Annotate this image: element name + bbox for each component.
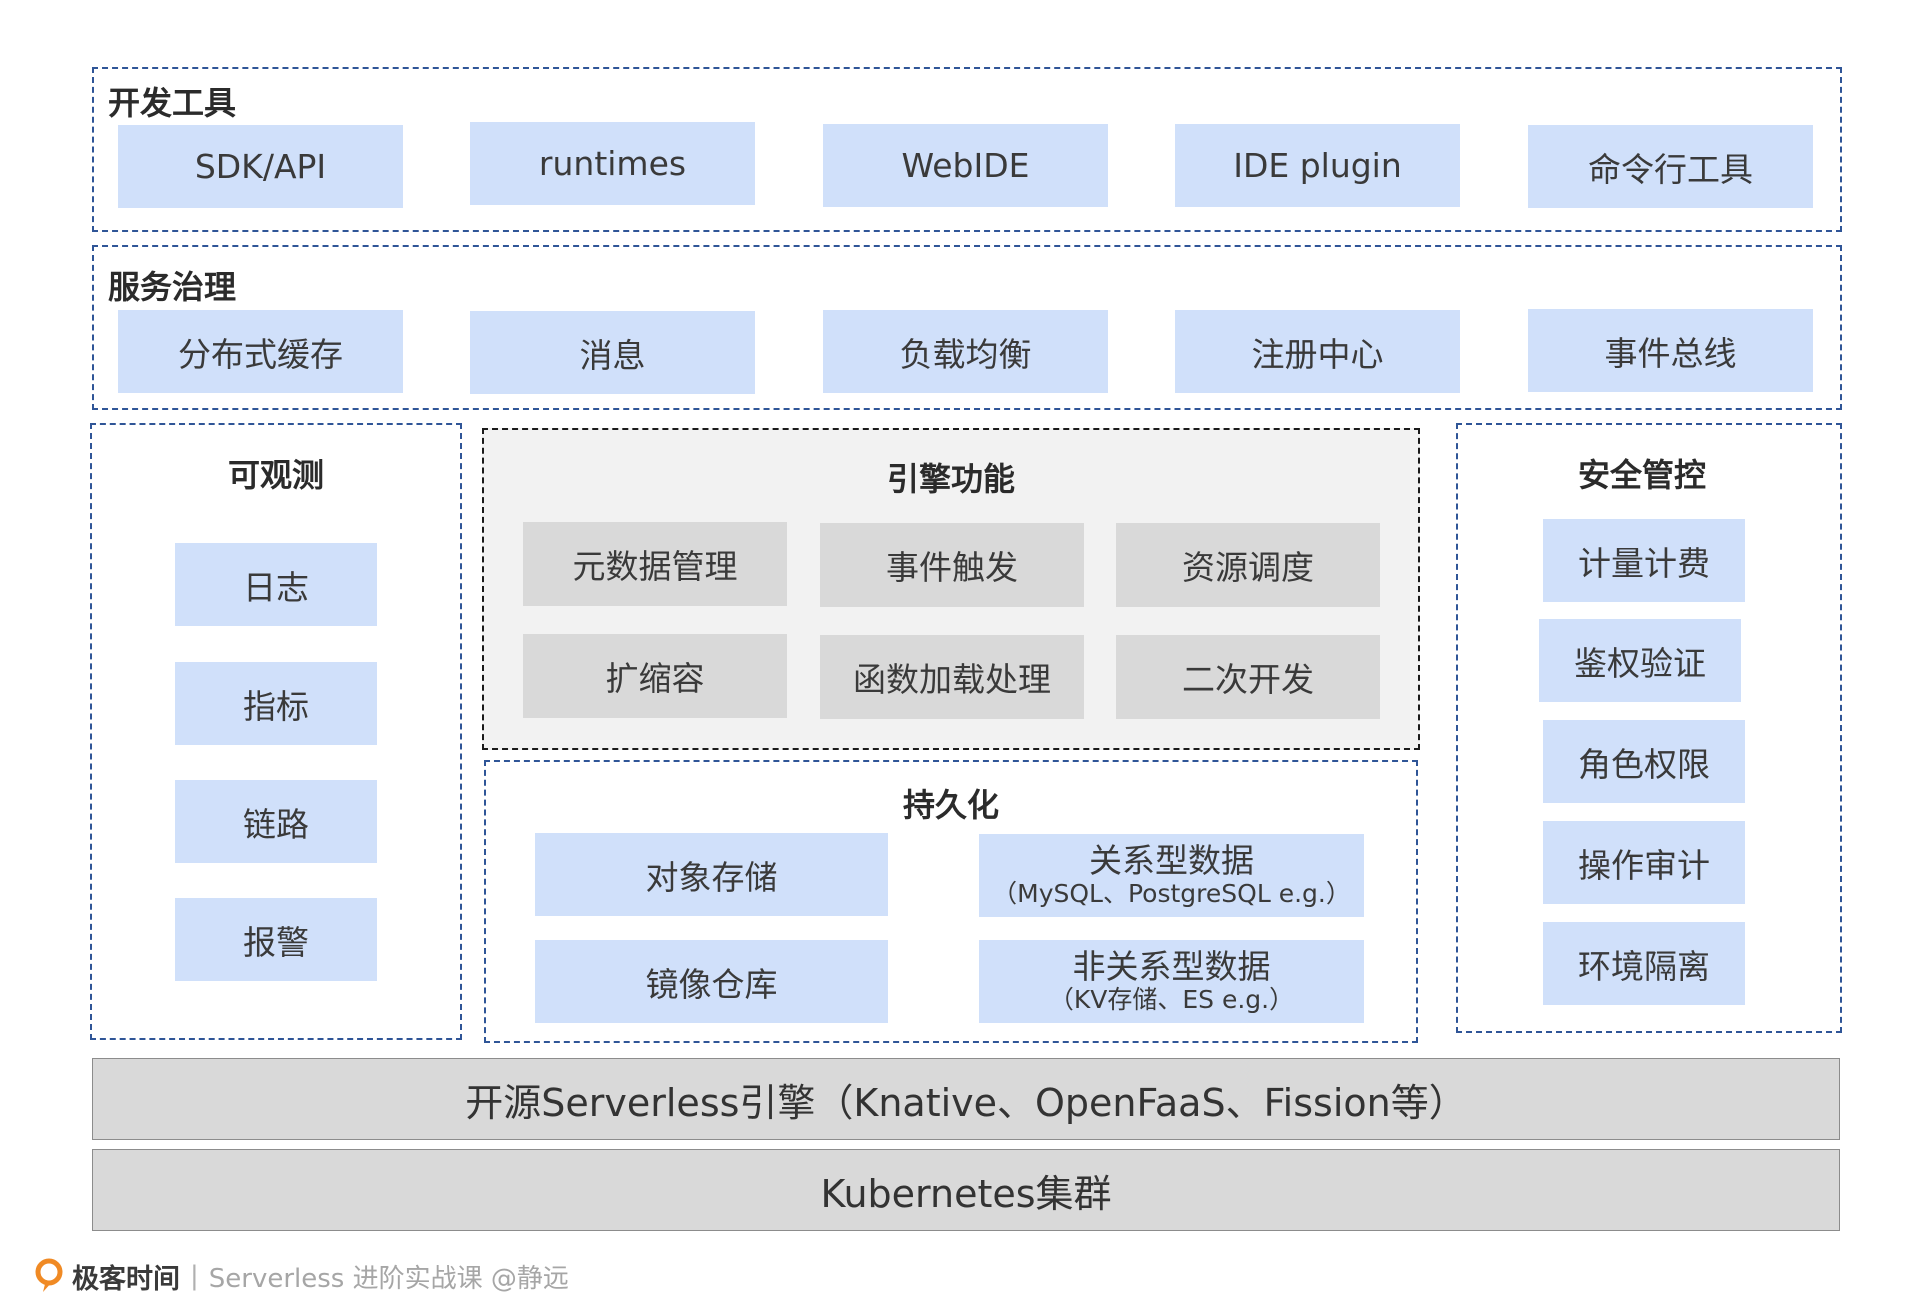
engine-event-trigger: 事件触发 [820, 523, 1084, 607]
observability-title: 可观测 [227, 456, 324, 494]
governance-distributed-cache: 分布式缓存 [118, 310, 403, 393]
dev-tool-ide-plugin: IDE plugin [1175, 124, 1460, 207]
footer-course: Serverless 进阶实战课 @静远 [208, 1263, 569, 1294]
security-isolation: 环境隔离 [1543, 922, 1745, 1005]
dev-tools-title: 开发工具 [108, 84, 237, 122]
engine-secondary-dev: 二次开发 [1116, 635, 1380, 719]
governance-registry: 注册中心 [1175, 310, 1460, 393]
nonrelational-db-examples: （KV存储、ES e.g.） [1048, 985, 1295, 1015]
service-governance-section [92, 245, 1842, 410]
dev-tool-runtimes: runtimes [470, 122, 755, 205]
persistence-nonrelational-db: 非关系型数据 （KV存储、ES e.g.） [979, 940, 1364, 1023]
engine-autoscaling: 扩缩容 [523, 634, 787, 718]
kubernetes-cluster-layer: Kubernetes集群 [92, 1149, 1840, 1231]
observability-alerts: 报警 [175, 898, 377, 981]
relational-db-examples: （MySQL、PostgreSQL e.g.） [992, 879, 1351, 909]
dev-tool-webide: WebIDE [823, 124, 1108, 207]
governance-load-balancing: 负载均衡 [823, 310, 1108, 393]
observability-tracing: 链路 [175, 780, 377, 863]
footer: 极客时间 | Serverless 进阶实战课 @静远 [34, 1256, 569, 1296]
engine-title: 引擎功能 [886, 460, 1015, 498]
nonrelational-db-title: 非关系型数据 [1072, 947, 1271, 987]
observability-metrics: 指标 [175, 662, 377, 745]
footer-separator: | [190, 1261, 199, 1291]
persistence-image-repo: 镜像仓库 [535, 940, 888, 1023]
geekbang-logo-icon [35, 1258, 63, 1292]
security-title: 安全管控 [1577, 456, 1706, 494]
security-role-permissions: 角色权限 [1543, 720, 1745, 803]
governance-event-bus: 事件总线 [1528, 309, 1813, 392]
security-audit: 操作审计 [1543, 821, 1745, 904]
footer-brand: 极客时间 [72, 1263, 180, 1295]
serverless-engine-layer: 开源Serverless引擎（Knative、OpenFaaS、Fission等… [92, 1058, 1840, 1140]
dev-tool-cli: 命令行工具 [1528, 125, 1813, 208]
dev-tool-sdk-api: SDK/API [118, 125, 403, 208]
governance-messaging: 消息 [470, 311, 755, 394]
service-governance-title: 服务治理 [108, 268, 237, 306]
engine-metadata-mgmt: 元数据管理 [523, 522, 787, 606]
observability-logs: 日志 [175, 543, 377, 626]
observability-section [90, 423, 462, 1040]
security-authentication: 鉴权验证 [1539, 619, 1741, 702]
relational-db-title: 关系型数据 [1089, 841, 1254, 881]
engine-resource-scheduling: 资源调度 [1116, 523, 1380, 607]
dev-tools-section [92, 67, 1842, 232]
persistence-section [484, 760, 1418, 1043]
security-section [1456, 423, 1842, 1033]
security-metering-billing: 计量计费 [1543, 519, 1745, 602]
persistence-object-storage: 对象存储 [535, 833, 888, 916]
persistence-relational-db: 关系型数据 （MySQL、PostgreSQL e.g.） [979, 834, 1364, 917]
persistence-title: 持久化 [902, 786, 999, 824]
engine-function-loading: 函数加载处理 [820, 635, 1084, 719]
